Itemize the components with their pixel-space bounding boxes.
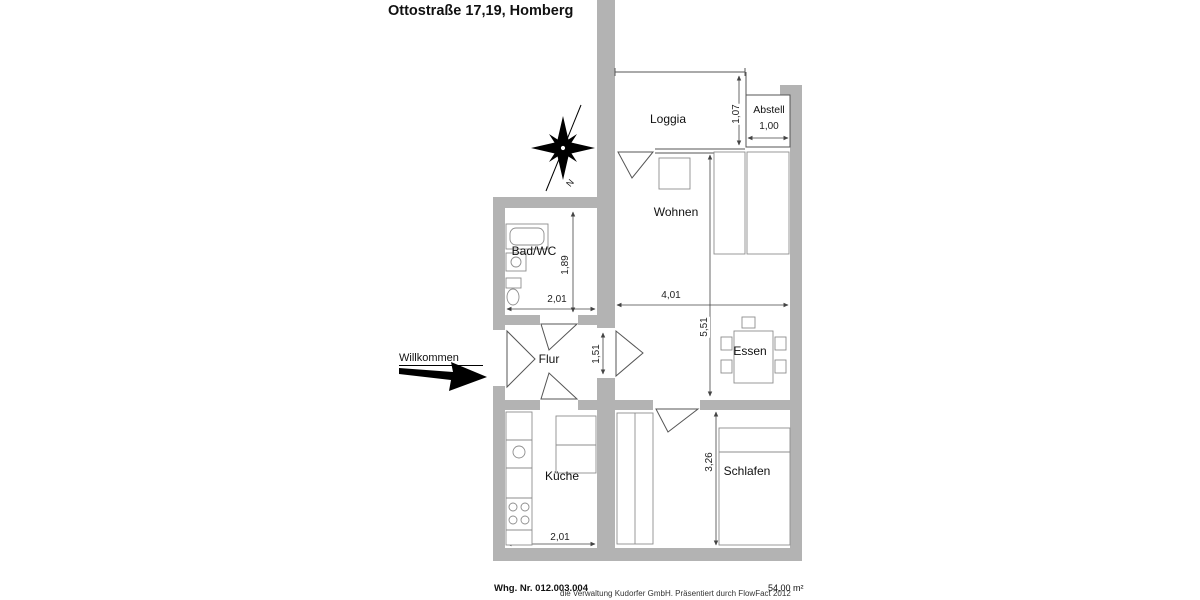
dim-schlafen-height: 3,26 [704, 451, 715, 473]
wall-living-schlafen-left [615, 400, 653, 410]
footer-apartment-number: Whg. Nr. 012.003.004 [494, 583, 588, 594]
furniture-wohnen [658, 151, 790, 255]
wall-left-lower [493, 386, 505, 548]
dim-living-width: 4,01 [660, 290, 682, 301]
entrance-door-icon [506, 329, 536, 389]
compass-icon [531, 104, 595, 192]
wall-flur-kueche-right [578, 400, 597, 410]
footer-credit: die Verwaltung Kudorfer GmbH. Präsentier… [560, 589, 791, 598]
dim-kueche-width: 2,01 [549, 532, 571, 543]
furniture-essen [720, 316, 787, 384]
dim-badwc-width: 2,01 [546, 294, 568, 305]
balcony-outline [614, 68, 791, 154]
dim-abstell-width: 1,00 [758, 121, 780, 132]
entrance-arrow-icon [399, 362, 487, 391]
welcome-label: Willkommen [399, 352, 483, 366]
furniture-kueche [505, 411, 597, 546]
schlafen-door-icon [655, 408, 700, 433]
furniture-badwc [505, 223, 549, 306]
dim-flur-door: 1,51 [591, 343, 602, 365]
wall-bottom [493, 548, 802, 561]
dim-loggia-height: 1,07 [731, 103, 742, 125]
dim-living-height: 5,51 [699, 316, 710, 338]
wall-badwc-flur-right [578, 315, 597, 325]
room-label-wohnen: Wohnen [653, 205, 699, 219]
room-label-flur: Flur [538, 352, 560, 366]
room-label-essen: Essen [733, 344, 767, 358]
dim-badwc-height: 1,89 [560, 254, 571, 276]
balcony-door-icon [617, 151, 655, 179]
room-label-abstell: Abstell [753, 104, 785, 116]
room-label-bad-wc: Bad/WC [511, 244, 557, 258]
wall-central-lower [597, 378, 615, 548]
dimension-lines [506, 75, 789, 547]
wall-left-upper [493, 197, 505, 330]
room-label-kueche: Küche [544, 469, 580, 483]
wall-living-schlafen-right [700, 400, 790, 410]
kueche-door-icon [540, 372, 579, 400]
wall-right-top-jog [780, 85, 802, 95]
room-label-schlafen: Schlafen [723, 464, 771, 478]
page-title: Ottostraße 17,19, Homberg [388, 3, 574, 19]
wall-badwc-top [493, 197, 615, 208]
furniture-schlafen [616, 412, 791, 546]
door-leaves [506, 151, 700, 433]
living-door-icon [615, 329, 644, 378]
wall-badwc-flur-left [505, 315, 540, 325]
wall-flur-kueche-left [505, 400, 540, 410]
badwc-door-icon [540, 323, 579, 351]
wall-central-upper [597, 0, 615, 328]
wall-right [790, 85, 802, 561]
footer-area: 54,00 m² [768, 583, 804, 593]
room-label-loggia: Loggia [649, 112, 687, 126]
